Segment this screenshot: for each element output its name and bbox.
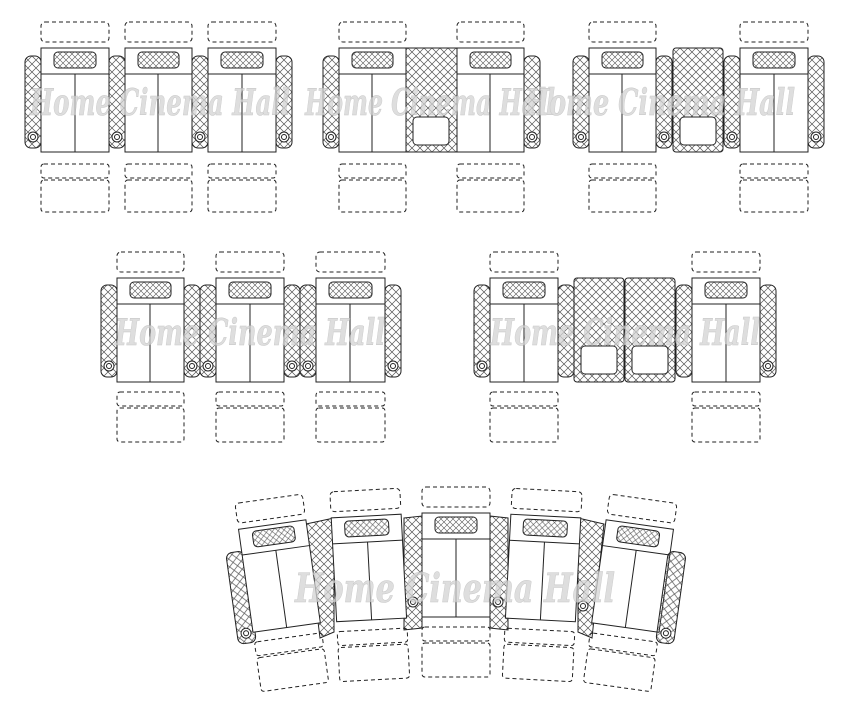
recliner-seat <box>691 251 761 443</box>
recliner-seat <box>583 494 686 692</box>
config-row-of-3-seats-spaced <box>100 251 402 443</box>
watermark: Home Cinema Hall <box>29 82 290 124</box>
armrest <box>723 55 741 149</box>
armrest <box>108 55 126 149</box>
recliner-seat <box>124 21 193 213</box>
armrest <box>759 284 777 378</box>
recliner-seat <box>329 487 411 682</box>
armrest <box>557 284 575 378</box>
recliner-seat <box>588 21 657 213</box>
center-console <box>624 277 676 383</box>
center-console <box>405 47 458 153</box>
center-console <box>573 277 625 383</box>
armrest <box>199 284 217 378</box>
armrest <box>384 284 402 378</box>
config-row-of-3-seats <box>24 21 293 213</box>
recliner-seat <box>501 487 583 683</box>
recliner-seat <box>739 21 809 213</box>
recliner-seat <box>456 21 525 213</box>
recliner-seat <box>207 21 277 213</box>
config-row-of-2-seats-with-double-console <box>473 251 777 443</box>
armrest <box>807 55 825 149</box>
watermark: Home Cinema Hall <box>304 82 555 124</box>
armrest <box>283 284 301 378</box>
config-row-of-2-seats-with-console <box>322 21 541 213</box>
armrest <box>275 55 293 149</box>
recliner-seat <box>489 251 559 443</box>
watermark: Home Cinema Hall <box>524 82 795 124</box>
recliner-seat <box>40 21 110 213</box>
config-curved-row-of-5-seats <box>226 486 686 692</box>
armrest <box>473 284 491 378</box>
recliner-seat <box>116 251 185 443</box>
watermark: Home Cinema Hall <box>294 565 615 612</box>
watermark: Home Cinema Hall <box>114 312 385 354</box>
center-console <box>672 47 724 153</box>
recliner-seat <box>215 251 285 443</box>
config-row-of-2-seats-with-armed-console <box>572 21 825 213</box>
armrest <box>572 55 590 149</box>
armrest <box>100 284 118 378</box>
recliner-seat <box>226 494 329 692</box>
armrest <box>655 55 673 149</box>
watermark-layer: Home Cinema Hall Home Cinema Hall Home C… <box>29 82 795 613</box>
watermark: Home Cinema Hall <box>489 312 760 354</box>
recliner-seat <box>315 251 386 443</box>
recliner-seat <box>421 486 491 678</box>
